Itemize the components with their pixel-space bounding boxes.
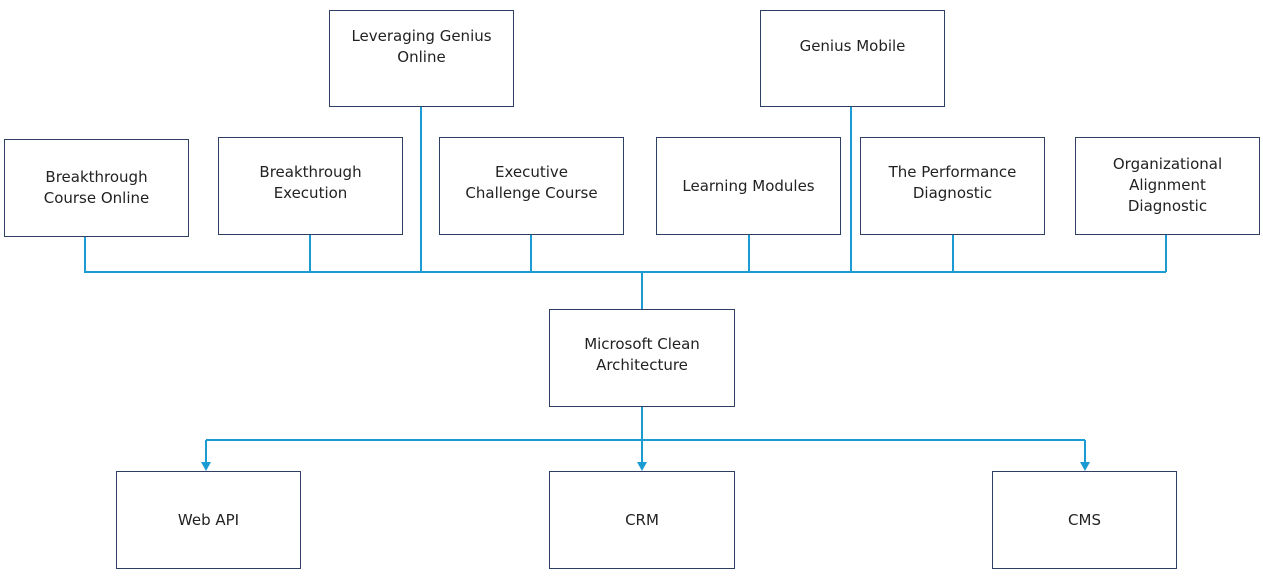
node-learning-modules[interactable]: Learning Modules xyxy=(656,137,841,235)
node-label: CRM xyxy=(625,510,659,529)
node-label: Breakthrough Execution xyxy=(259,163,362,202)
node-label: Genius Mobile xyxy=(799,37,906,55)
node-label: CMS xyxy=(1068,510,1101,529)
node-executive-challenge-course[interactable]: Executive Challenge Course xyxy=(439,137,624,235)
node-leveraging-genius-online[interactable]: Leveraging Genius Online xyxy=(329,10,514,107)
node-genius-mobile[interactable]: Genius Mobile xyxy=(760,10,945,107)
arrow-cms-icon xyxy=(1080,462,1090,471)
node-breakthrough-execution[interactable]: Breakthrough Execution xyxy=(218,137,403,235)
node-organizational-alignment-diagnostic[interactable]: Organizational Alignment Diagnostic xyxy=(1075,137,1260,235)
arrow-crm-icon xyxy=(637,462,647,471)
node-crm[interactable]: CRM xyxy=(549,471,735,569)
node-breakthrough-course-online[interactable]: Breakthrough Course Online xyxy=(4,139,189,237)
node-the-performance-diagnostic[interactable]: The Performance Diagnostic xyxy=(860,137,1045,235)
node-label: Organizational Alignment Diagnostic xyxy=(1112,154,1223,215)
node-cms[interactable]: CMS xyxy=(992,471,1177,569)
node-label: Web API xyxy=(177,510,240,529)
node-label: The Performance Diagnostic xyxy=(888,163,1017,202)
node-web-api[interactable]: Web API xyxy=(116,471,301,569)
node-microsoft-clean-architecture[interactable]: Microsoft Clean Architecture xyxy=(549,309,735,407)
node-label: Learning Modules xyxy=(682,176,815,195)
node-label: Leveraging Genius Online xyxy=(351,26,492,66)
node-label: Executive Challenge Course xyxy=(465,163,598,202)
node-label: Microsoft Clean Architecture xyxy=(584,335,700,374)
arrow-web-api-icon xyxy=(201,462,211,471)
node-label: Breakthrough Course Online xyxy=(43,168,150,207)
